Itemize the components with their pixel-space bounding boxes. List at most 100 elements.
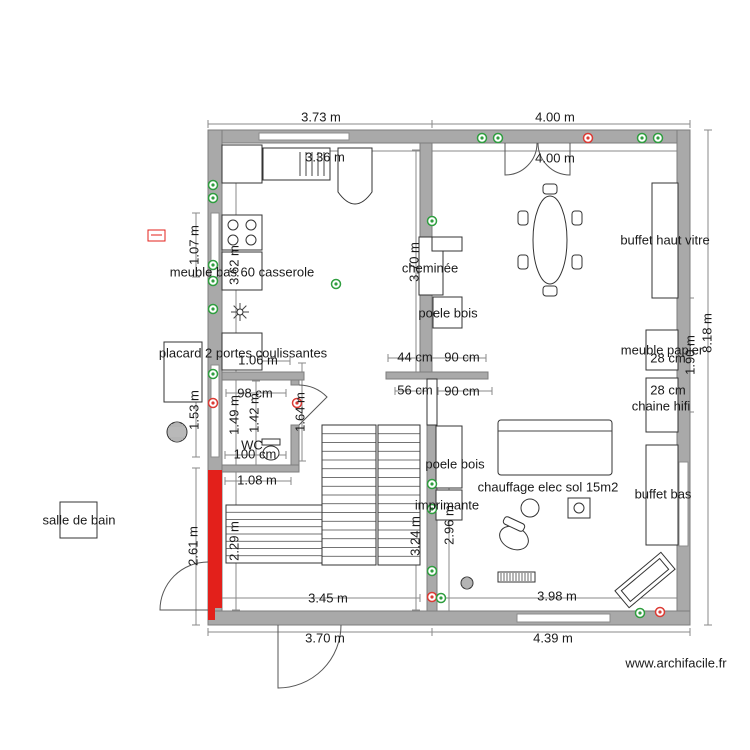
dim-partition-left-top: 44 cm [397, 349, 433, 365]
label-cheminee: cheminée [401, 260, 459, 276]
outlet-dot [334, 282, 338, 286]
dim-wc-door-side: 1.64 m [292, 392, 308, 432]
outlet-marker [207, 179, 219, 191]
red-marker-box [147, 229, 166, 242]
wc-wall-bottom [221, 464, 300, 473]
fan-icon [460, 576, 474, 590]
outlet-marker [652, 132, 664, 144]
dim-middle-wall-lower: 3.24 m [407, 516, 423, 556]
wall-right [676, 129, 691, 626]
outlet-dot [640, 136, 644, 140]
outlet-marker [207, 192, 219, 204]
poele-bois-2 [435, 425, 463, 489]
dining-set [517, 183, 583, 297]
dim-placard-width: 1.06 m [238, 352, 278, 368]
dim-top-inner-left: 3.36 m [305, 149, 345, 165]
kitchen [221, 144, 373, 371]
dim-left-outer-2: 1.53 m [186, 390, 202, 430]
desk-item-knob [573, 502, 585, 514]
outlet-marker [435, 592, 447, 604]
window-left-lower [210, 364, 220, 458]
staircase [321, 424, 377, 566]
outlet-dot [656, 136, 660, 140]
wc-fixtures [261, 438, 281, 461]
dim-right-outer: 8.18 m [699, 313, 715, 353]
outlet-marker [492, 132, 504, 144]
outlet-dot [430, 507, 434, 511]
outlet-dot [430, 219, 434, 223]
meuble-bas-casserole [221, 251, 263, 291]
dim-top-outer-right: 4.00 m [535, 109, 575, 125]
hob [221, 214, 263, 251]
outlet-marker [330, 278, 342, 290]
dim-partition-right-top: 90 cm [444, 349, 480, 365]
label-placard: placard 2 portes coulissantes [158, 345, 328, 361]
dim-bottom-outer-left: 3.70 m [305, 630, 345, 646]
dim-partition-left-bottom: 56 cm [397, 382, 433, 398]
window-top-left [258, 132, 350, 141]
door-wc [298, 384, 328, 426]
dim-left-outer-1: 1.07 m [186, 225, 202, 265]
label-poele-bois-1: poele bois [418, 305, 478, 321]
label-imprimante: imprimante [414, 497, 480, 513]
exterior-items [59, 229, 203, 539]
hob-burner [227, 219, 239, 231]
sofa [497, 419, 613, 476]
outlet-marker [426, 503, 438, 515]
outlet-dot [430, 482, 434, 486]
label-wc: WC [241, 437, 263, 453]
outlet-marker [207, 259, 219, 271]
dim-chaine-hifi-depth: 28 cm [650, 382, 686, 398]
kitchen-cabinet-bottom [221, 332, 263, 371]
dining-chair [517, 210, 529, 226]
fireplace [418, 236, 463, 329]
water-heater-icon [166, 421, 188, 443]
outlet-dot [430, 569, 434, 573]
dim-top-outer-left: 3.73 m [301, 109, 341, 125]
lounger-cushion [620, 557, 670, 603]
buffet-bas [645, 444, 679, 546]
outlet-marker [634, 607, 646, 619]
outlet-marker [476, 132, 488, 144]
label-salle-de-bain: salle de bain [42, 512, 116, 528]
highlighted-wall [208, 470, 222, 608]
outlet-alert-marker [654, 606, 666, 618]
wall-bottom [207, 610, 691, 626]
windows [210, 132, 689, 623]
reclined-furniture [614, 551, 676, 609]
highlighted-wall-corner [208, 608, 215, 620]
outlet-alert-marker [207, 397, 219, 409]
outlet-alert-marker [291, 397, 303, 409]
side-chair [520, 498, 540, 518]
salle-de-bain-box [59, 501, 98, 539]
toilet-bowl [262, 445, 280, 461]
label-chauffage: chauffage elec sol 15m2 [477, 479, 619, 495]
dim-wc-height-1: 1.49 m [226, 395, 242, 435]
outlet-dot [211, 279, 215, 283]
hob-burner [245, 234, 257, 246]
dim-bottom-inner-right: 3.98 m [537, 588, 577, 604]
window-bottom [516, 613, 611, 623]
light-center [236, 308, 244, 316]
living-office [435, 419, 676, 609]
stove-lines [299, 152, 325, 176]
chaine-hifi [645, 377, 679, 433]
piano-keys [500, 573, 532, 581]
outlet-dot [496, 136, 500, 140]
outlet-marker [207, 303, 219, 315]
outlet-dot [211, 263, 215, 267]
outlet-dot [658, 610, 662, 614]
watermark-link: www.archifacile.fr [625, 655, 727, 671]
outlet-dot [211, 307, 215, 311]
wall-partition [385, 371, 489, 380]
outlet-marker [426, 215, 438, 227]
label-buffet-bas: buffet bas [634, 486, 692, 502]
label-chaine-hifi: chaine hifi [631, 398, 691, 414]
hatched-fixtures [166, 421, 474, 590]
dim-wc-width-top: 98 cm [237, 385, 273, 401]
dim-stair-height: 2.29 m [226, 521, 242, 561]
middle-wall-opening [426, 378, 438, 426]
outlet-markers [207, 132, 666, 619]
